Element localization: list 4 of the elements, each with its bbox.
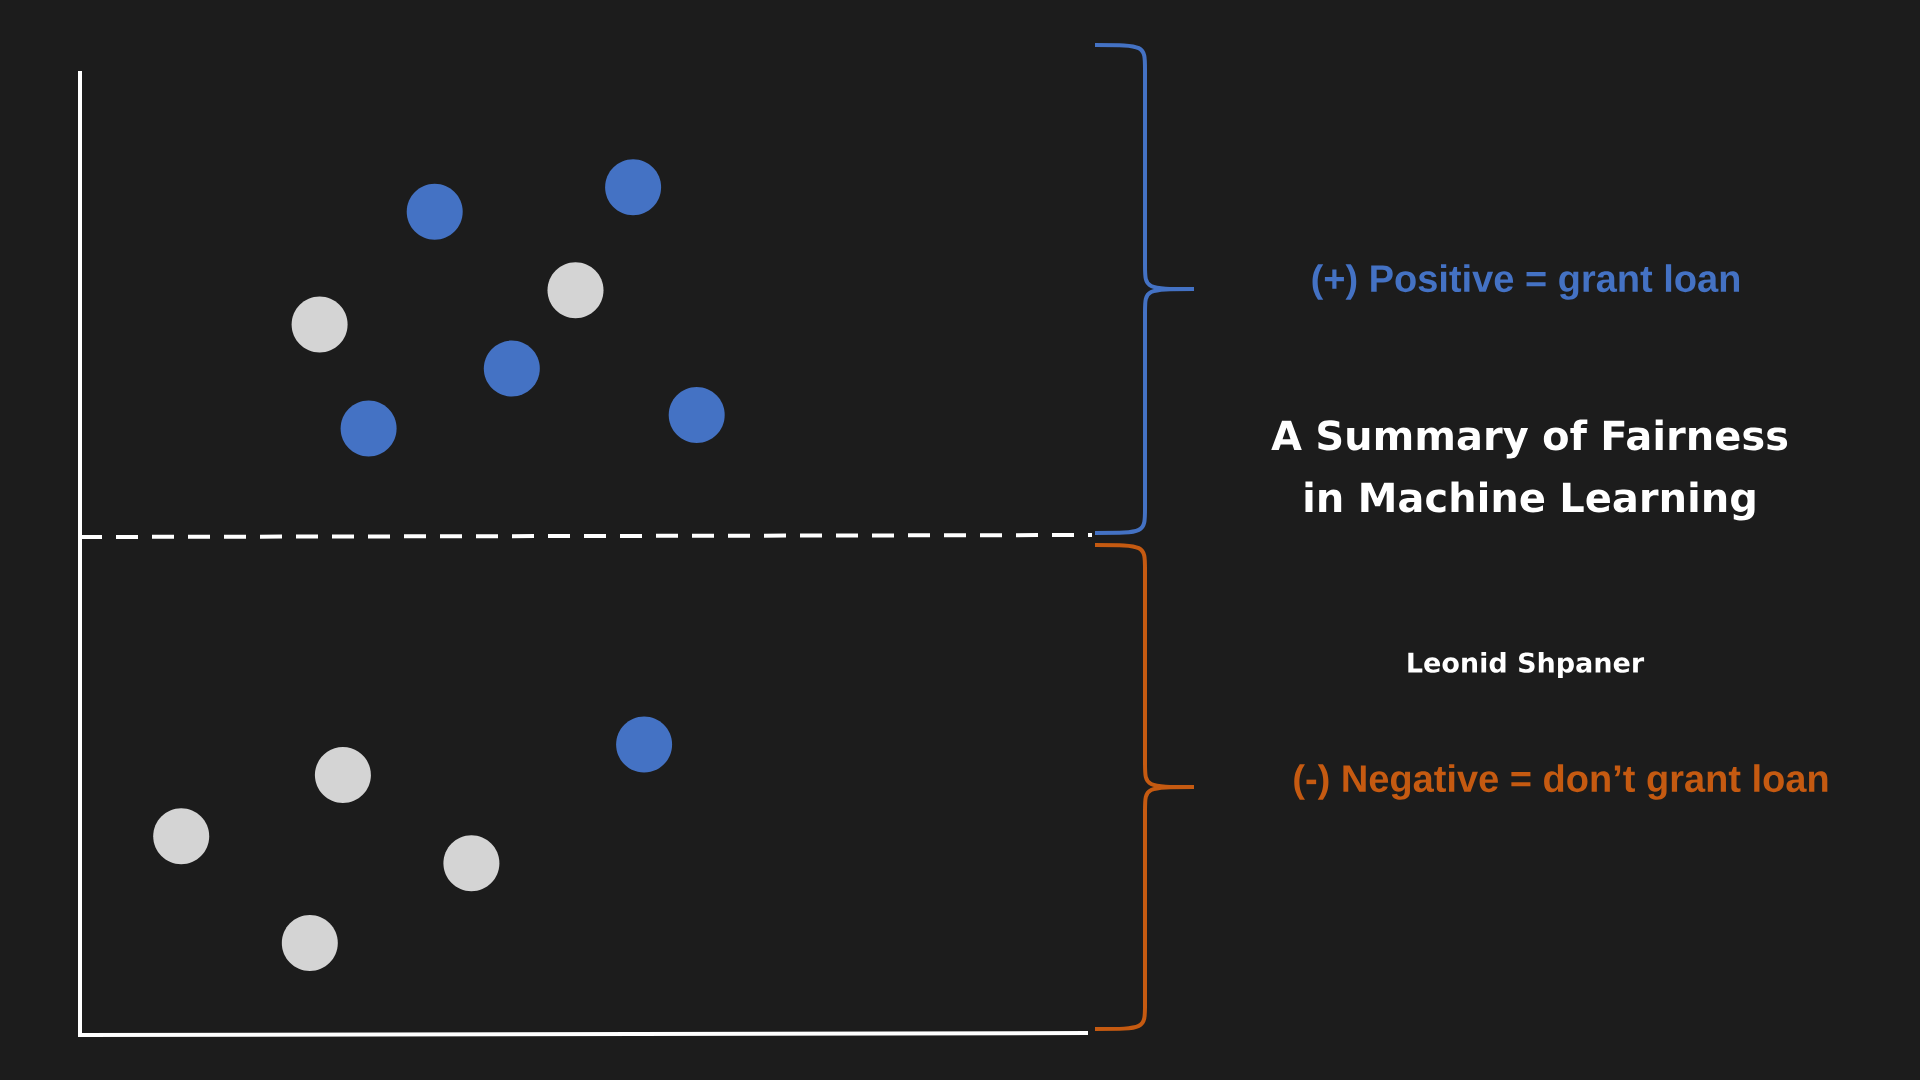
author-name: Leonid Shpaner [1408, 651, 1645, 679]
title: A Summary of Fairness in Machine Learning [1271, 419, 1788, 521]
class-label: (-) Negative = don’t grant loan [1294, 764, 1828, 800]
class-label: (+) Positive = grant loan [1312, 264, 1740, 300]
